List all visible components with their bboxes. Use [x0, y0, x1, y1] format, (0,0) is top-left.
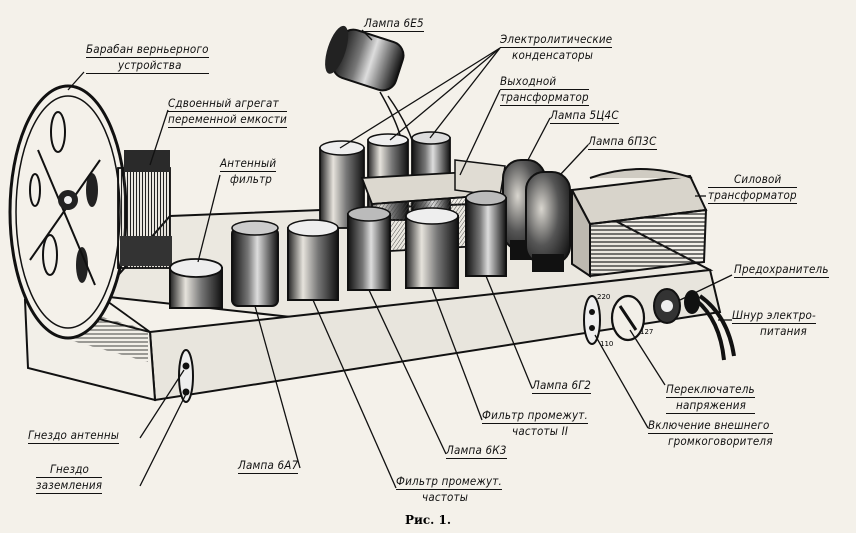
fuse-holder	[653, 288, 681, 324]
label-lamp-6k3: Лампа 6К3	[446, 443, 507, 459]
label-lamp-5c4s: Лампа 5Ц4С	[550, 108, 619, 124]
vernier-drum	[8, 84, 128, 340]
label-ground-jack: Гнездо заземления	[36, 462, 103, 494]
antenna-filter-can	[169, 258, 223, 309]
lamp-6p3s	[525, 171, 571, 272]
mark-127: 127	[640, 328, 653, 336]
voltage-switch-dial	[610, 294, 646, 342]
lamp-6g2	[465, 190, 507, 277]
label-voltage-switch: Переключатель напряжения	[666, 382, 755, 414]
label-external-speaker: Включение внешнего громкоговорителя	[648, 418, 773, 448]
label-lamp-6g2: Лампа 6Г2	[532, 378, 592, 394]
label-lamp-6p3s: Лампа 6П3С	[588, 134, 657, 150]
label-power-cord: Шнур электро- питания	[732, 308, 816, 338]
label-dual-capacitor: Сдвоенный агрегат переменной емкости	[168, 96, 287, 128]
label-if-filter-2: Фильтр промежут. частоты II	[482, 408, 589, 438]
power-transformer	[570, 168, 708, 278]
mark-110: 110	[600, 340, 613, 348]
lamp-6a7	[231, 220, 279, 307]
mark-220: 220	[597, 293, 610, 301]
label-power-transformer: Силовой трансформатор	[708, 172, 797, 204]
antenna-ground-jack	[178, 349, 194, 403]
label-fuse: Предохранитель	[734, 262, 829, 278]
label-lamp-6a7: Лампа 6А7	[238, 458, 299, 474]
lamp-6k3	[347, 206, 391, 291]
label-output-transformer: Выходной трансформатор	[500, 74, 589, 106]
speaker-jack-panel	[583, 295, 601, 345]
label-antenna-filter: Антенный фильтр	[220, 156, 277, 186]
figure-caption: Рис. 1.	[405, 513, 451, 527]
if-filter-2-can	[405, 207, 459, 289]
leader-lines	[67, 29, 733, 489]
dual-variable-capacitor	[117, 150, 172, 269]
label-drum: Барабан верньерного устройства	[86, 42, 209, 74]
lamp-6e5	[325, 25, 405, 92]
label-if-filter: Фильтр промежут. частоты	[396, 474, 503, 504]
label-electrolytic: Электролитические конденсаторы	[500, 32, 613, 62]
label-lamp-6e5: Лампа 6Е5	[364, 16, 424, 32]
label-antenna-jack: Гнездо антенны	[28, 428, 120, 444]
if-filter-can	[287, 219, 339, 301]
